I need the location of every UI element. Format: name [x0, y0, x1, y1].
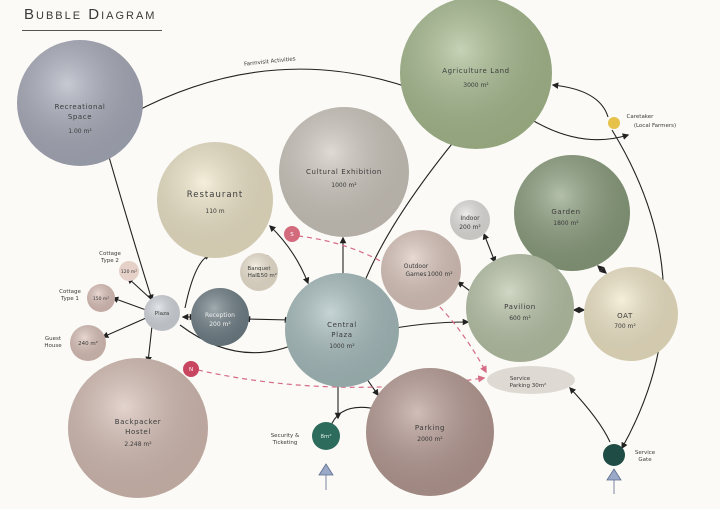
entry-arrow-main-icon: [318, 463, 334, 490]
bubble-label: Reception: [205, 312, 235, 319]
bubble-service-gate: Service Gate: [603, 444, 656, 466]
bubble-caretaker: Caretaker (Local Farmers): [608, 114, 676, 129]
bubble-restaurant: Restaurant 110 m: [157, 142, 273, 258]
bubble-label: Agriculture Land: [442, 67, 509, 75]
farmvisit-activities-label: Farmvisit Activities: [244, 56, 296, 67]
bubble-guest-house: Guest House 240 m²: [44, 325, 106, 361]
bubble-label: Ticketing: [272, 440, 298, 446]
bubble-area: 1000 m²: [331, 182, 357, 189]
bubble-label: Guest: [45, 336, 62, 342]
bubble-central-plaza: Central Plaza 1000 m²: [285, 273, 399, 387]
entry-arrow-service-icon: [606, 468, 622, 494]
bubble-label: Type 1: [60, 296, 79, 302]
bubble-label: Restaurant: [187, 190, 244, 200]
marker-label: N: [189, 367, 193, 373]
bubble-area: 200 m²: [459, 224, 481, 231]
bubble-label: OAT: [617, 312, 633, 320]
bubble-area: 600 m²: [509, 315, 531, 322]
bubble-label: Parking: [415, 424, 445, 432]
bubble-label: Hall: [248, 273, 259, 279]
bubble-cultural-exhibition: Cultural Exhibition 1000 m²: [279, 107, 409, 237]
bubble-area: 1.00 m²: [68, 128, 92, 135]
bubble-area: 120 m²: [121, 269, 137, 275]
bubble-recreational-space: Recreational Space 1.00 m²: [17, 40, 143, 166]
marker-s: S: [284, 226, 300, 242]
bubble-indoor: Indoor 200 m²: [450, 200, 490, 240]
bubble-label: Outdoor: [404, 263, 429, 270]
bubble-cottage-type-1: Cottage Type 1 150 m²: [59, 284, 115, 312]
bubble-label: Backpacker: [115, 418, 162, 426]
bubble-service-parking: Service Parking 30m²: [487, 366, 575, 394]
bubble-parking: Parking 2000 m²: [366, 368, 494, 496]
bubble-label: Security &: [271, 433, 300, 439]
bubble-area: 2.248 m²: [124, 441, 152, 448]
bubble-label: Banquet: [247, 266, 271, 272]
bubble-label: Plaza: [331, 331, 352, 339]
bubble-label: Hostel: [125, 428, 151, 436]
bubble-label: Cottage: [99, 251, 121, 257]
bubble-area: 2000 m²: [417, 436, 443, 443]
bubble-label: (Local Farmers): [634, 123, 676, 129]
bubble-label: Caretaker: [627, 114, 655, 120]
bubble-label: Central: [327, 321, 357, 329]
bubble-area: 8m²: [320, 433, 331, 440]
bubble-label: Garden: [551, 208, 580, 216]
bubble-security-ticketing: 8m² Security & Ticketing: [271, 422, 340, 450]
page-title: Bubble Diagram: [24, 6, 157, 23]
bubble-area: 150 m²: [257, 272, 277, 279]
bubble-area: 200 m²: [209, 321, 231, 328]
bubble-reception: Reception 200 m²: [191, 288, 249, 346]
bubble-area: 110 m: [205, 208, 224, 215]
bubble-plaza: Plaza: [144, 295, 180, 331]
bubble-label: Games: [406, 271, 427, 278]
bubble-cottage-type-2: Cottage Type 2 120 m²: [99, 251, 139, 281]
bubble-area: 1000 m²: [329, 343, 355, 350]
title-underline: [22, 30, 162, 31]
bubble-label: Plaza: [155, 311, 169, 317]
bubble-label: House: [44, 343, 62, 349]
bubble-area: 150 m²: [93, 296, 109, 302]
bubble-area: 700 m²: [614, 323, 636, 330]
marker-label: S: [290, 232, 294, 238]
bubble-outdoor-games: Outdoor Games 1000 m²: [381, 230, 461, 310]
bubble-label: Type 2: [100, 258, 119, 264]
bubble-pavilion: Pavilion 600 m²: [466, 254, 574, 362]
bubble-area: 1000 m²: [427, 271, 453, 278]
bubble-agriculture-land: Agriculture Land 3000 m²: [400, 0, 552, 149]
bubble-banquet-hall: Banquet Hall 150 m²: [240, 253, 278, 291]
bubble-garden: Garden 1800 m²: [514, 155, 630, 271]
bubble-label: Service: [635, 450, 656, 456]
bubble-label: Gate: [638, 457, 652, 463]
bubble-label: Cottage: [59, 289, 81, 295]
bubble-backpacker-hostel: Backpacker Hostel 2.248 m²: [68, 358, 208, 498]
bubble-area: 3000 m²: [463, 82, 489, 89]
bubble-label: Pavilion: [504, 303, 536, 311]
bubble-area: 1800 m²: [553, 220, 579, 227]
bubble-label: Indoor: [460, 215, 480, 222]
bubble-oat: OAT 700 m²: [584, 267, 678, 361]
marker-n: N: [183, 361, 199, 377]
bubble-area: 240 m²: [78, 340, 98, 347]
bubble-label: Parking 30m²: [510, 382, 547, 389]
bubble-label: Service: [510, 376, 531, 382]
bubble-label: Space: [68, 113, 92, 121]
bubble-label: Cultural Exhibition: [306, 168, 382, 176]
bubble-label: Recreational: [55, 103, 106, 111]
